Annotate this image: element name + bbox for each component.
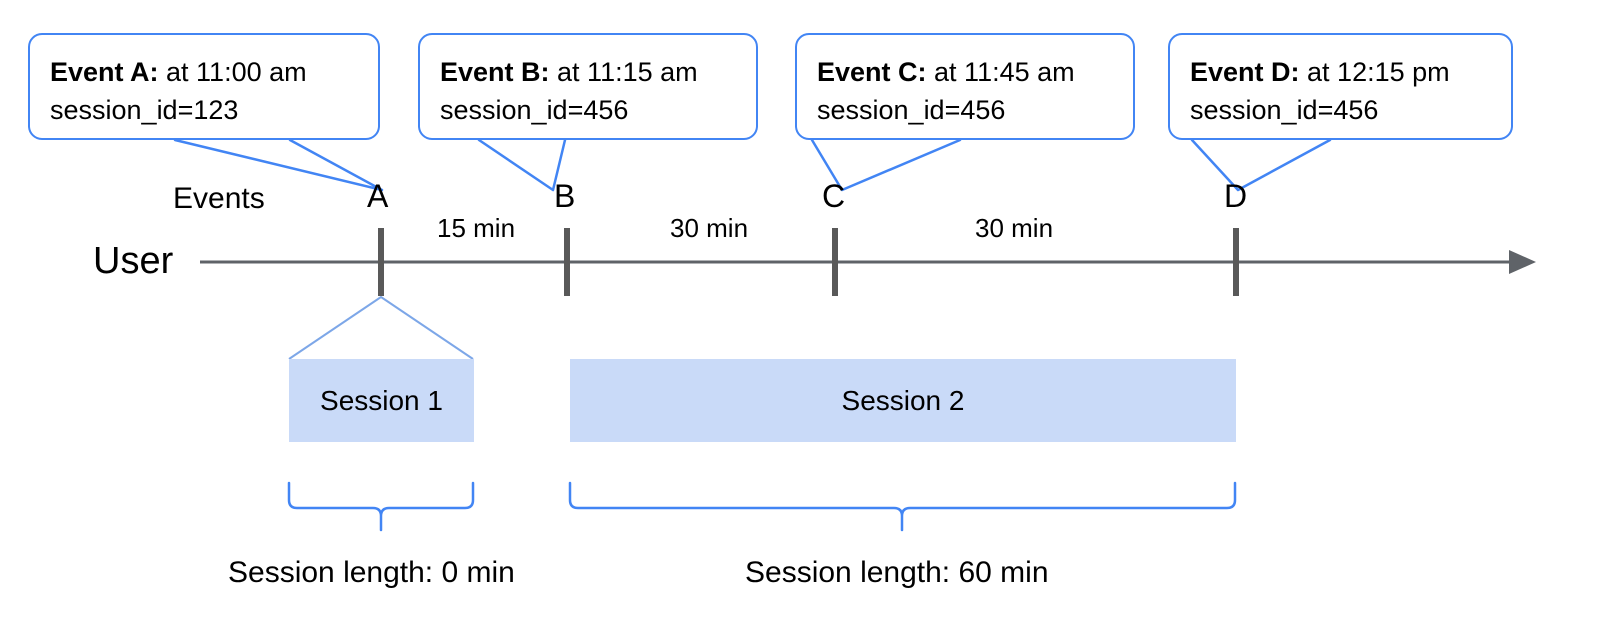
- callout-event-c-bold: Event C:: [817, 57, 927, 87]
- tick-label-b: B: [554, 178, 576, 214]
- callout-tail-b: [477, 138, 567, 192]
- session-bar-2-label: Session 2: [841, 384, 965, 416]
- callout-event-c-line1: Event C: at 11:45 am: [817, 53, 1113, 91]
- callout-event-a[interactable]: Event A: at 11:00 am session_id=123: [28, 33, 380, 140]
- tick-label-a: A: [367, 178, 389, 214]
- callout-event-a-line2: session_id=123: [50, 95, 239, 125]
- session-bar-1-label: Session 1: [320, 384, 443, 416]
- callout-tail-a: [173, 138, 384, 192]
- callout-event-c-rest: at 11:45 am: [926, 57, 1075, 87]
- callout-event-d-bold: Event D:: [1190, 57, 1300, 87]
- callout-event-a-line1: Event A: at 11:00 am: [50, 53, 358, 91]
- callout-event-d-line1: Event D: at 12:15 pm: [1190, 53, 1491, 91]
- callout-tail-c: [810, 138, 962, 192]
- callout-event-b-rest: at 11:15 am: [549, 57, 698, 87]
- callout-event-d-rest: at 12:15 pm: [1299, 57, 1450, 87]
- callout-event-a-bold: Event A:: [50, 57, 159, 87]
- callout-event-d-line2: session_id=456: [1190, 95, 1379, 125]
- callout-tail-d: [1190, 138, 1332, 192]
- tick-label-d: D: [1224, 178, 1248, 214]
- tick-label-c: C: [822, 178, 846, 214]
- session-bar-2[interactable]: Session 2: [570, 359, 1236, 442]
- session-1-connector: [288, 296, 474, 360]
- row-label-user: User: [93, 240, 174, 282]
- callout-event-b-line2: session_id=456: [440, 95, 629, 125]
- callout-event-b[interactable]: Event B: at 11:15 am session_id=456: [418, 33, 758, 140]
- callout-event-c[interactable]: Event C: at 11:45 am session_id=456: [795, 33, 1135, 140]
- gap-label-b-c: 30 min: [670, 213, 749, 243]
- callout-event-a-rest: at 11:00 am: [158, 57, 307, 87]
- gap-label-a-b: 15 min: [437, 213, 516, 243]
- callout-event-b-line1: Event B: at 11:15 am: [440, 53, 736, 91]
- gap-label-c-d: 30 min: [975, 213, 1054, 243]
- callout-event-b-bold: Event B:: [440, 57, 550, 87]
- session-bar-1[interactable]: Session 1: [289, 359, 474, 442]
- callout-event-d[interactable]: Event D: at 12:15 pm session_id=456: [1168, 33, 1513, 140]
- session-length-2: Session length: 60 min: [745, 556, 1049, 589]
- callout-event-c-line2: session_id=456: [817, 95, 1006, 125]
- brace-session-2: [568, 481, 1237, 532]
- brace-session-1: [287, 481, 475, 532]
- row-label-events: Events: [173, 182, 265, 215]
- session-length-1: Session length: 0 min: [228, 556, 515, 589]
